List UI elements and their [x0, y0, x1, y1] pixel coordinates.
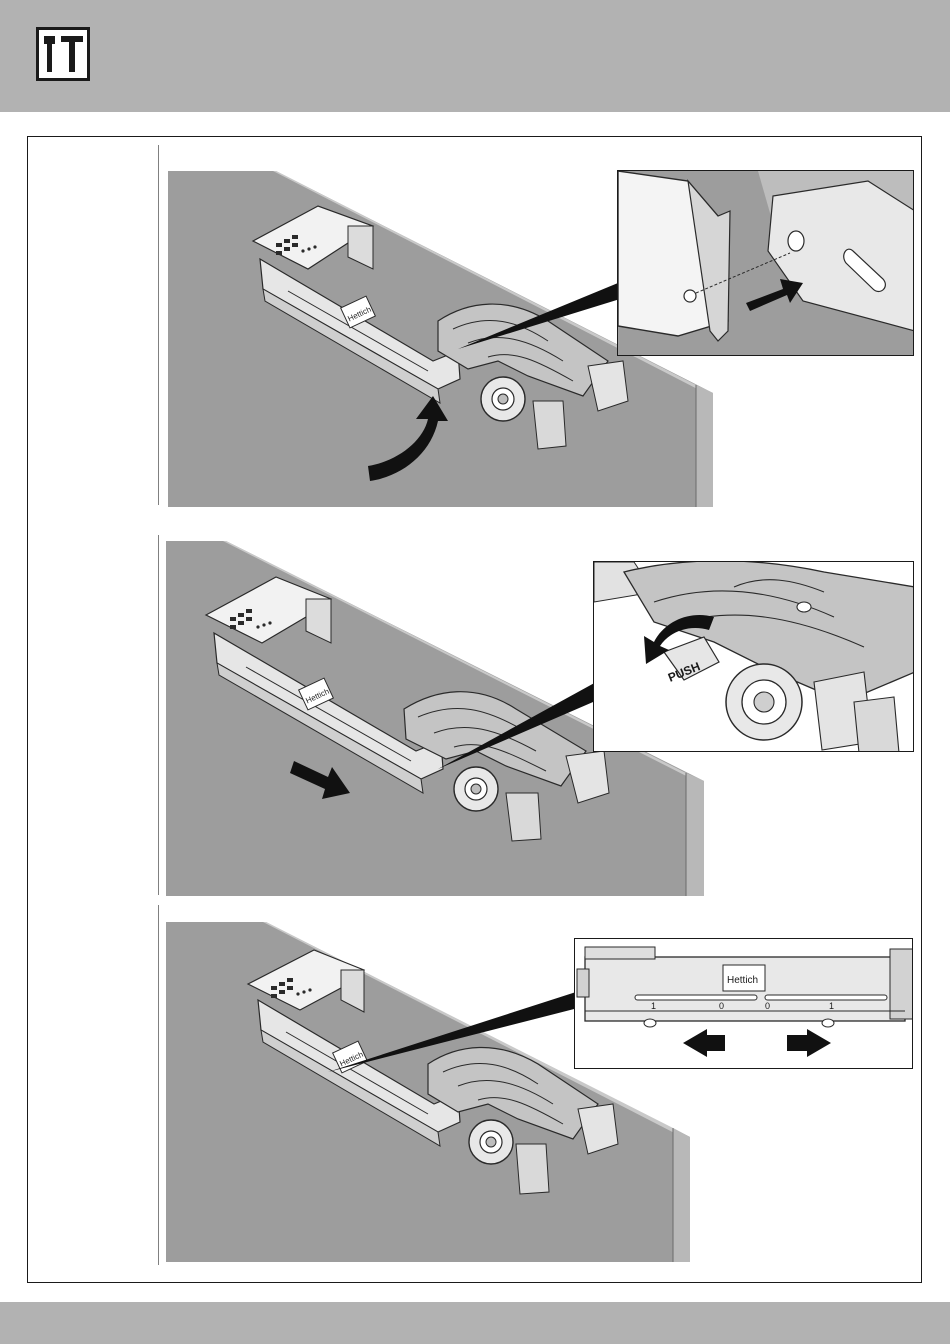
scale-mark: 0 [765, 1001, 770, 1011]
header-bar [0, 0, 950, 112]
hettich-logo: Hettich [727, 975, 758, 986]
step-3-detail-inset: 1 0 0 1 Hettich [574, 938, 913, 1069]
step-2-divider [158, 535, 159, 895]
step-1-divider [158, 145, 159, 505]
footer-bar [0, 1302, 950, 1344]
scale-mark: 0 [719, 1001, 724, 1011]
tools-icon [36, 27, 90, 81]
scale-mark: 1 [651, 1001, 656, 1011]
scale-mark: 1 [829, 1001, 834, 1011]
step-3-divider [158, 905, 159, 1265]
step-2-detail-inset: PUSH [593, 561, 914, 752]
step-1-detail-inset [617, 170, 914, 356]
